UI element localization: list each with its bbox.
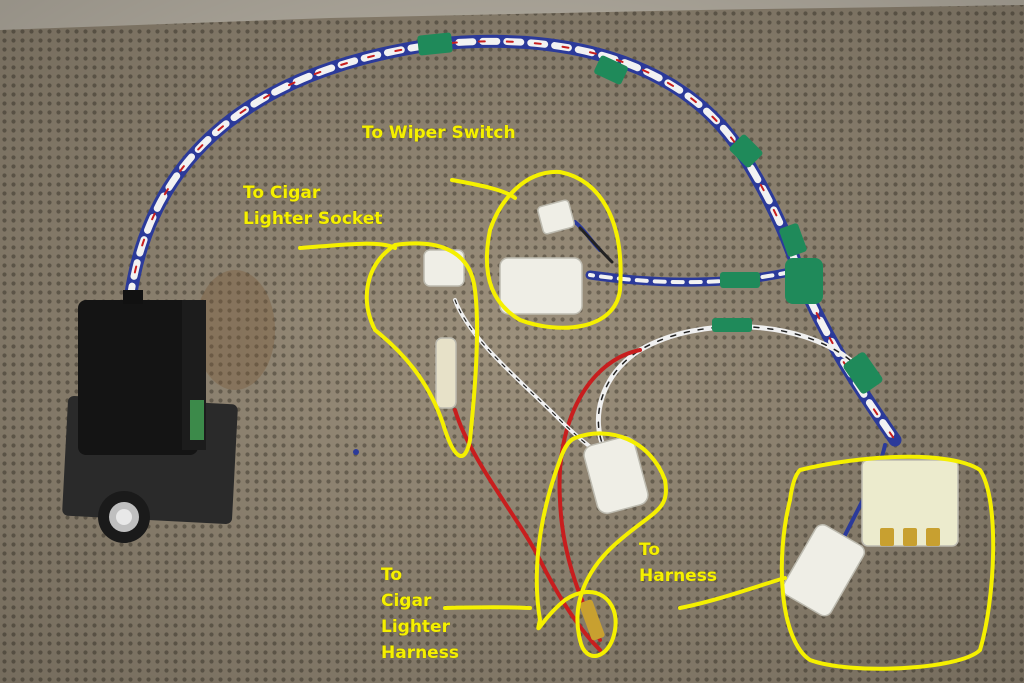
- green-tape-marks: [417, 32, 883, 394]
- label-to-cigar-lighter-harness: To Cigar Lighter Harness: [381, 562, 459, 666]
- label-line: To: [381, 565, 403, 585]
- label-to-cigar-lighter-socket: To Cigar Lighter Socket: [243, 180, 382, 232]
- label-line: To Wiper Switch: [362, 123, 516, 143]
- wiper-branch-wires: [573, 220, 795, 287]
- connectors: [423, 199, 959, 617]
- label-line: Harness: [381, 643, 459, 663]
- control-box: [62, 290, 238, 543]
- label-line: Harness: [639, 566, 717, 586]
- label-to-wiper-switch: To Wiper Switch: [362, 120, 516, 146]
- label-line: Cigar: [381, 591, 432, 611]
- label-line: To Cigar: [243, 183, 321, 203]
- label-to-harness: To Harness: [639, 537, 717, 589]
- label-line: To: [639, 540, 661, 560]
- label-line: Lighter: [381, 617, 450, 637]
- main-wire-bundle: [123, 34, 902, 447]
- label-line: Lighter Socket: [243, 209, 383, 229]
- annotation-marks: [298, 169, 996, 671]
